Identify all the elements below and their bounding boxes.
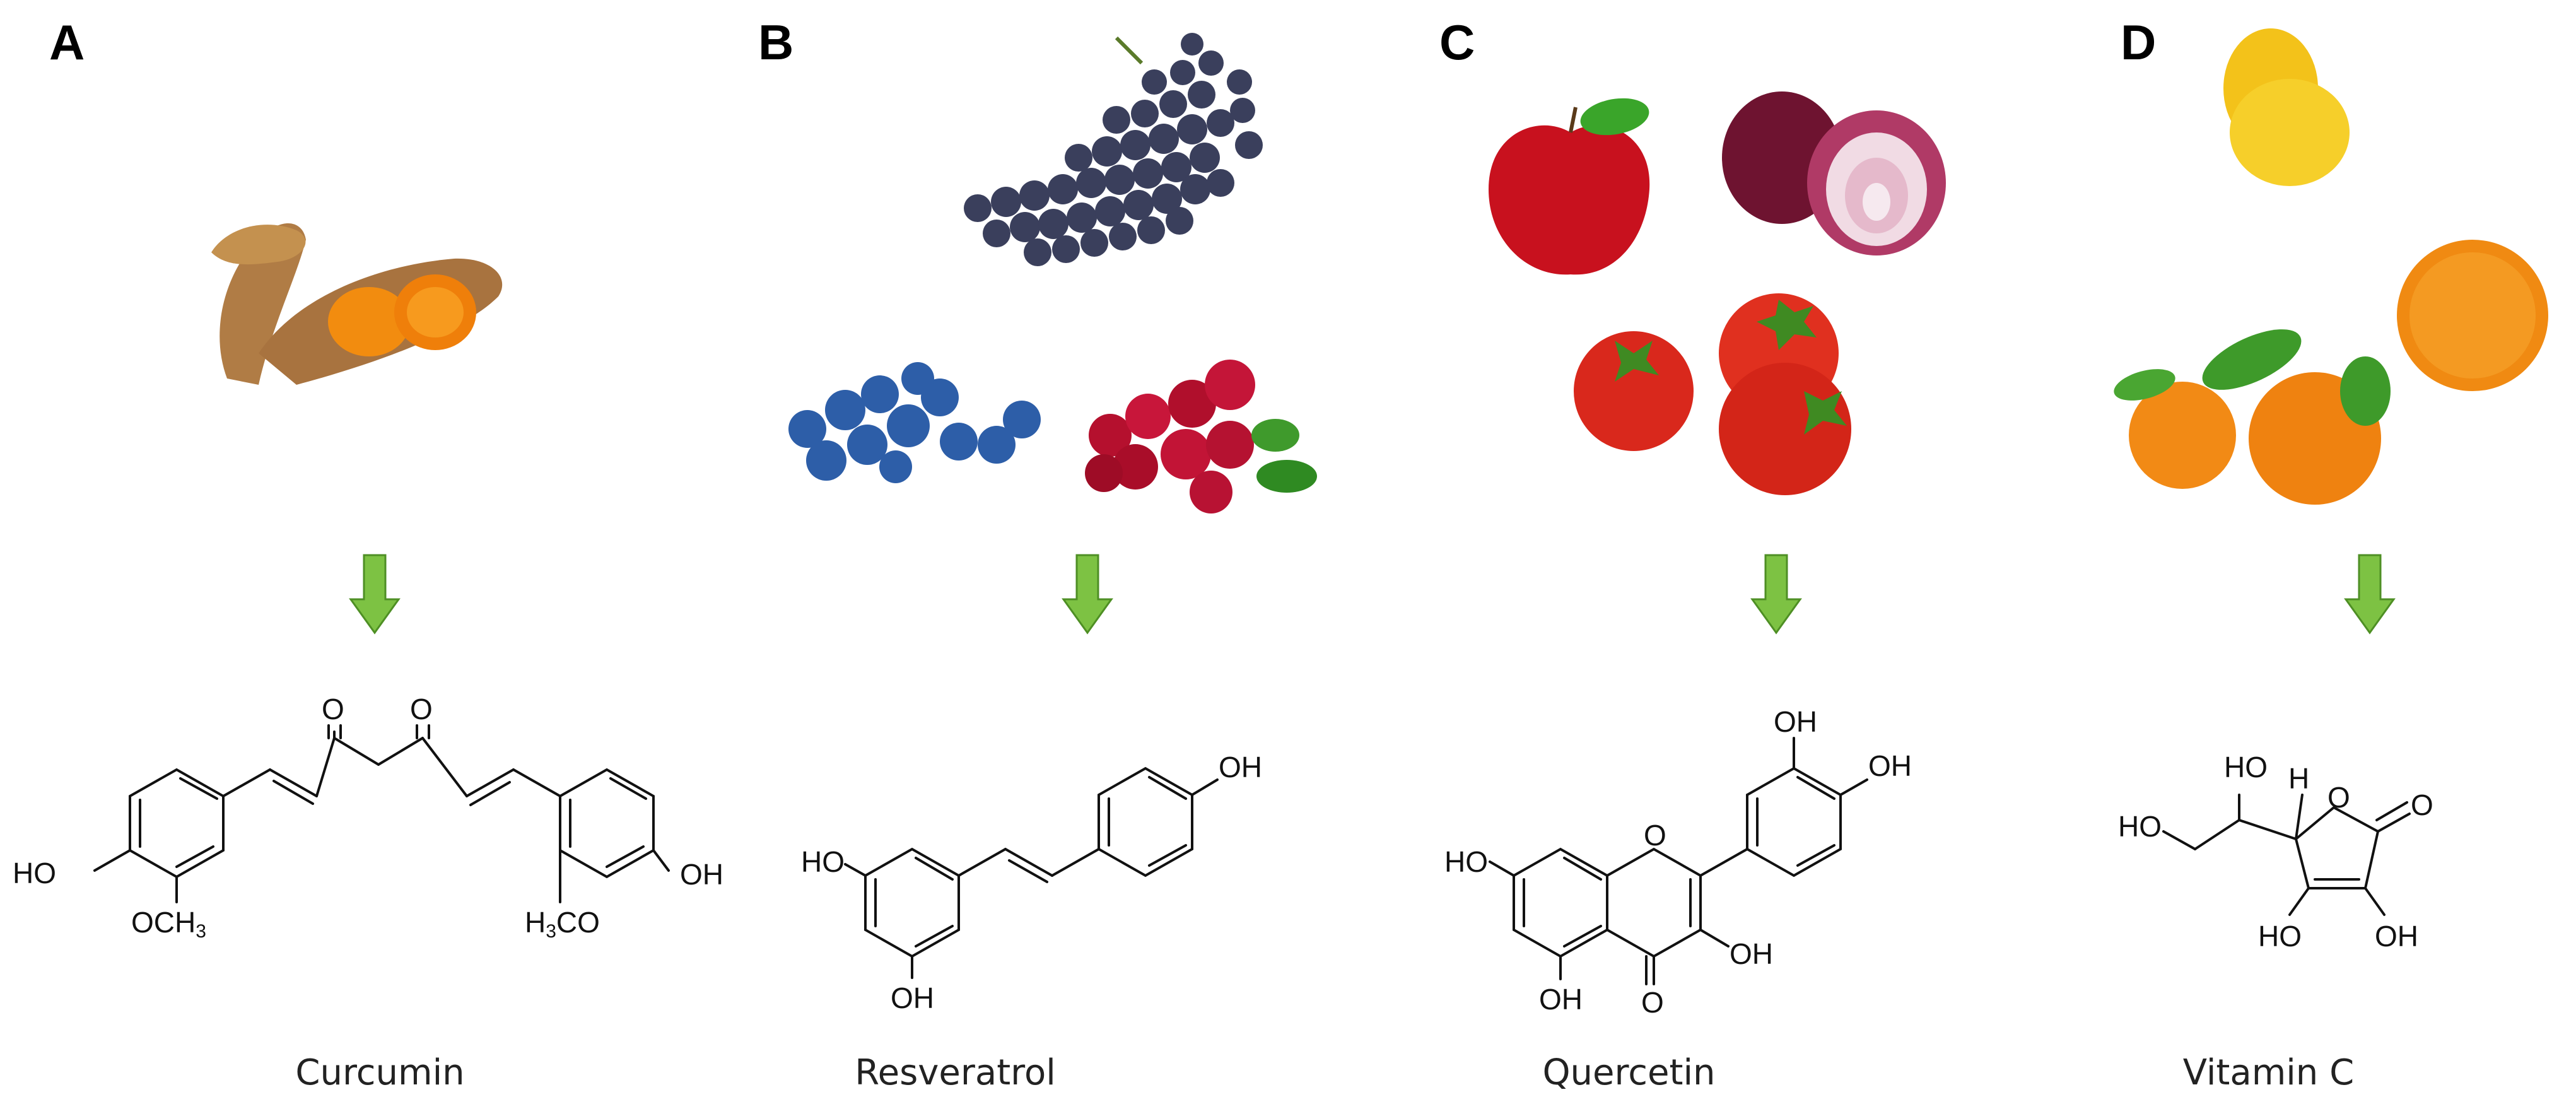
- atom-ho-bottom-vitc: HO: [2258, 920, 2302, 953]
- quercetin-structure: [1489, 737, 1868, 985]
- atom-oh3-quer: OH: [1730, 937, 1773, 970]
- arrow-down-icon: [349, 554, 401, 635]
- compound-name-vitamin-c: Vitamin C: [2182, 1052, 2355, 1093]
- panel-a-art: O O HO OCH3 H3CO: [13, 223, 670, 942]
- atom-ho-left-vitc: HO: [2118, 810, 2162, 843]
- atom-oh-top-resv: OH: [1219, 751, 1262, 783]
- compound-name-quercetin: Quercetin: [1542, 1052, 1716, 1093]
- panel-letter-c: C: [1439, 15, 1475, 70]
- vitamin-c-structure: [2162, 794, 2411, 916]
- arrow-down-icon: [1750, 554, 1802, 635]
- panel-b-art: HO OH OH: [788, 33, 1317, 1014]
- tomatoes-image: [1574, 293, 1851, 495]
- panel-d-art: HO H O O HO HO OH: [2114, 28, 2548, 953]
- h3co-h: H: [525, 906, 546, 939]
- atom-ho-resv: HO: [801, 845, 845, 878]
- panel-b: B: [751, 0, 1395, 1109]
- compound-name-resveratrol: Resveratrol: [855, 1052, 1056, 1093]
- atom-ho7-quer: HO: [1444, 845, 1488, 878]
- atom-oh-right-curcumin: OH: [680, 858, 723, 891]
- atom-oh-top-quer: OH: [1774, 705, 1817, 738]
- och-text: OCH: [131, 906, 196, 939]
- red-onion-image: [1722, 91, 1946, 255]
- h3co-subscript: 3: [546, 921, 556, 942]
- cranberries-image: [1085, 360, 1317, 513]
- atom-o-ring-quer: O: [1644, 819, 1666, 852]
- grapes-image: [964, 33, 1263, 266]
- lemon-image: [2223, 28, 2350, 186]
- panel-d: D: [2113, 0, 2576, 1109]
- atom-och3: OCH3: [131, 906, 206, 942]
- orange-image: [2397, 240, 2548, 391]
- panel-a: A: [0, 0, 670, 1109]
- atom-o1: O: [322, 693, 344, 725]
- arrow-down-icon: [1062, 554, 1113, 635]
- curcumin-structure: [93, 724, 670, 903]
- panel-letter-b: B: [758, 15, 794, 70]
- atom-oh-bottom-vitc: OH: [2375, 920, 2418, 953]
- atom-ho-top-vitc: HO: [2224, 751, 2268, 783]
- panel-c-art: OH OH HO O OH OH O: [1444, 91, 1946, 1019]
- blueberries-image: [788, 362, 1041, 483]
- arrow-down-icon: [2344, 554, 2396, 635]
- atom-o-keto-quer: O: [1641, 986, 1664, 1019]
- mandarins-image: [2114, 329, 2391, 505]
- panel-letter-a: A: [49, 15, 85, 70]
- panel-c: C: [1432, 0, 2076, 1109]
- turmeric-image: [211, 223, 503, 385]
- atom-oh-bottom-resv: OH: [891, 982, 934, 1014]
- atom-oh-right-quer: OH: [1868, 749, 1912, 782]
- h3co-co: CO: [556, 906, 600, 939]
- atom-ho-left: HO: [13, 857, 56, 889]
- compound-name-curcumin: Curcumin: [295, 1052, 465, 1093]
- och-subscript: 3: [196, 921, 206, 942]
- resveratrol-structure: [844, 766, 1219, 979]
- atom-oh5-quer: OH: [1539, 983, 1583, 1016]
- atom-o2: O: [410, 693, 433, 725]
- apple-image: [1489, 98, 1650, 275]
- atom-h-vitc: H: [2288, 762, 2309, 795]
- atom-h3co: H3CO: [525, 906, 600, 942]
- panel-letter-d: D: [2121, 15, 2157, 70]
- atom-o-keto-vitc: O: [2411, 789, 2433, 821]
- atom-o-ring-vitc: O: [2327, 781, 2350, 814]
